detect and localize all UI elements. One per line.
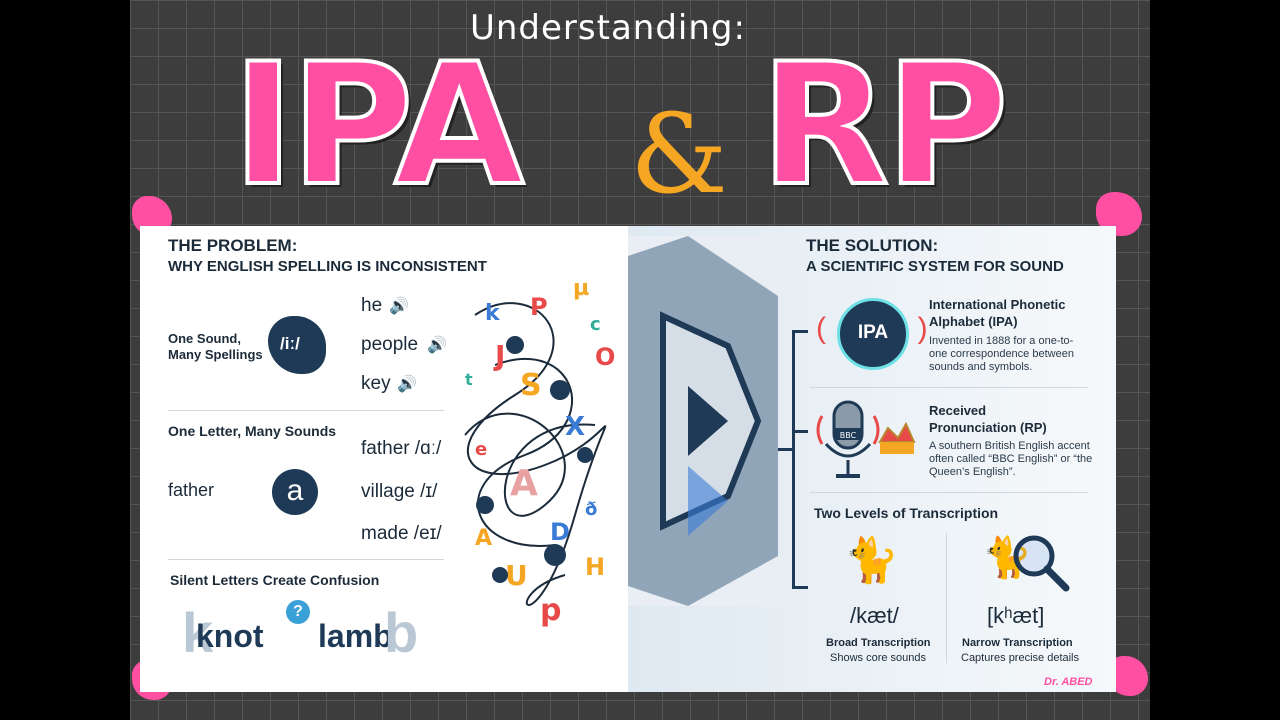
letter-chaos-graphic: k P µ c J O t S X e A ð A D U p H: [464, 276, 615, 628]
variant-village: village /ɪ/: [361, 481, 438, 502]
connector-line: [792, 330, 808, 333]
ipa-badge-icon: IPA: [837, 298, 909, 370]
connector-line: [792, 586, 808, 589]
svg-text:X: X: [565, 412, 585, 442]
svg-text:S: S: [520, 368, 542, 403]
sound-symbol: /iː/: [280, 334, 300, 353]
crown-icon: [878, 421, 916, 454]
divider: [946, 533, 947, 663]
title-rp: RP: [758, 27, 1010, 223]
svg-text:k: k: [485, 301, 501, 326]
svg-text:D: D: [550, 518, 570, 546]
divider: [810, 387, 1088, 388]
svg-text:BBC: BBC: [840, 431, 857, 440]
narrow-desc: Captures precise details: [961, 652, 1080, 664]
connector-line: [792, 330, 795, 588]
word-he: he: [361, 295, 383, 316]
example-word: father: [168, 480, 215, 500]
solution-heading: THE SOLUTION:: [806, 236, 939, 255]
solution-subheading: A SCIENTIFIC SYSTEM FOR SOUND: [806, 258, 1064, 275]
ipa-title-1: International Phonetic: [929, 297, 1066, 312]
title-ipa: IPA: [230, 27, 526, 223]
connector-line: [778, 448, 792, 451]
one-sound-label-2: Many Spellings: [168, 347, 263, 362]
narrow-title: Narrow Transcription: [962, 637, 1073, 649]
ghost-b: b: [384, 601, 419, 664]
svg-text:c: c: [590, 314, 601, 335]
svg-text:H: H: [585, 553, 605, 581]
speaker-icon[interactable]: 🔊: [397, 376, 417, 393]
divider: [168, 559, 444, 560]
word-people: people: [361, 334, 419, 355]
broad-desc: Shows core sounds: [830, 652, 926, 664]
variant-father: father /ɑː/: [361, 438, 442, 459]
broad-symbol: /kæt/: [850, 603, 899, 628]
ipa-title-2: Alphabet (IPA): [929, 314, 1018, 329]
variant-made: made /eɪ/: [361, 523, 442, 544]
title-ampersand: &: [630, 90, 728, 218]
ink-splat-icon: [268, 316, 326, 374]
svg-text:e: e: [475, 439, 487, 460]
svg-text:P: P: [530, 293, 548, 321]
svg-text:A: A: [475, 526, 492, 551]
magnifier-icon: [1013, 535, 1070, 592]
svg-text:p: p: [540, 593, 561, 628]
one-letter-label: One Letter, Many Sounds: [168, 423, 337, 439]
word-knot: knot: [196, 618, 264, 654]
funnel-graphic: [628, 236, 778, 606]
silent-letters-label: Silent Letters Create Confusion: [170, 572, 380, 588]
rp-title-1: Received: [929, 403, 987, 418]
svg-text:O: O: [595, 343, 615, 371]
signature: Dr. ABED: [1044, 676, 1093, 688]
problem-subheading: WHY ENGLISH SPELLING IS INCONSISTENT: [168, 258, 487, 275]
broad-title: Broad Transcription: [826, 637, 931, 649]
speaker-icon[interactable]: 🔊: [427, 337, 447, 354]
question-icon: ?: [286, 600, 310, 624]
letter-a-icon: a: [272, 469, 318, 515]
svg-text:µ: µ: [573, 276, 589, 301]
word-key: key: [361, 373, 391, 394]
ipa-description: Invented in 1888 for a one-to-one corres…: [929, 335, 1074, 373]
rp-description: A southern British English accent often …: [929, 440, 1093, 478]
ghost-k: k: [182, 601, 214, 664]
svg-text:A: A: [510, 463, 538, 504]
svg-text:ð: ð: [585, 499, 597, 520]
one-sound-label-1: One Sound,: [168, 331, 241, 346]
cat-icon: 🐈: [844, 536, 899, 585]
rp-title-2: Pronunciation (RP): [929, 420, 1047, 435]
svg-text:J: J: [493, 339, 505, 372]
svg-text:t: t: [465, 370, 473, 389]
problem-heading: THE PROBLEM:: [168, 236, 298, 255]
divider: [810, 492, 1088, 493]
narrow-symbol: [kʰæt]: [987, 603, 1045, 628]
divider: [168, 410, 444, 411]
levels-heading: Two Levels of Transcription: [814, 505, 999, 521]
word-lamb: lamb: [318, 618, 393, 654]
header-subtitle: Understanding:: [470, 8, 746, 48]
connector-line: [792, 430, 808, 433]
speaker-icon[interactable]: 🔊: [389, 298, 409, 315]
microphone-icon: BBC: [816, 400, 916, 478]
svg-text:U: U: [505, 559, 528, 592]
